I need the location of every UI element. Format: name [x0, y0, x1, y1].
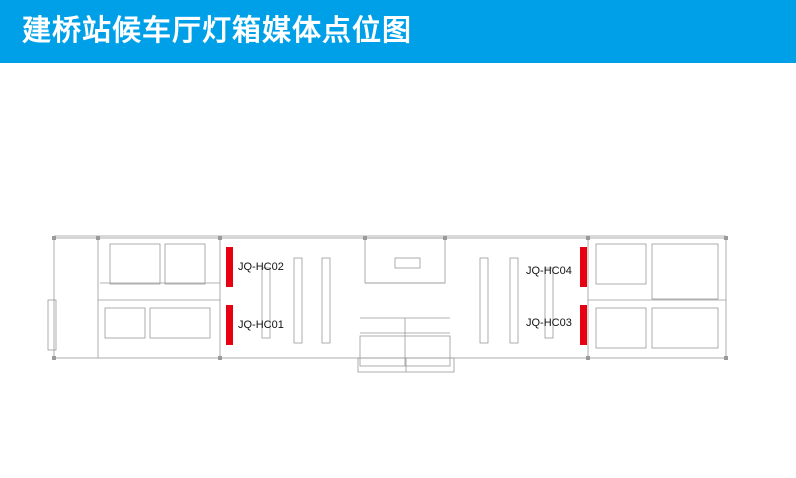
marker-jq-hc02[interactable] — [226, 247, 233, 287]
page-title: 建桥站候车厅灯箱媒体点位图 — [22, 13, 413, 47]
header-banner: 建桥站候车厅灯箱媒体点位图 — [0, 0, 796, 63]
marker-label-jq-hc02: JQ-HC02 — [238, 261, 284, 273]
marker-label-jq-hc03: JQ-HC03 — [526, 317, 572, 329]
marker-label-jq-hc01: JQ-HC01 — [238, 319, 284, 331]
marker-label-jq-hc04: JQ-HC04 — [526, 265, 572, 277]
floor-plan-drawing — [47, 235, 728, 373]
floor-plan — [40, 228, 760, 373]
marker-jq-hc03[interactable] — [580, 305, 587, 345]
marker-jq-hc01[interactable] — [226, 305, 233, 345]
marker-jq-hc04[interactable] — [580, 247, 587, 287]
